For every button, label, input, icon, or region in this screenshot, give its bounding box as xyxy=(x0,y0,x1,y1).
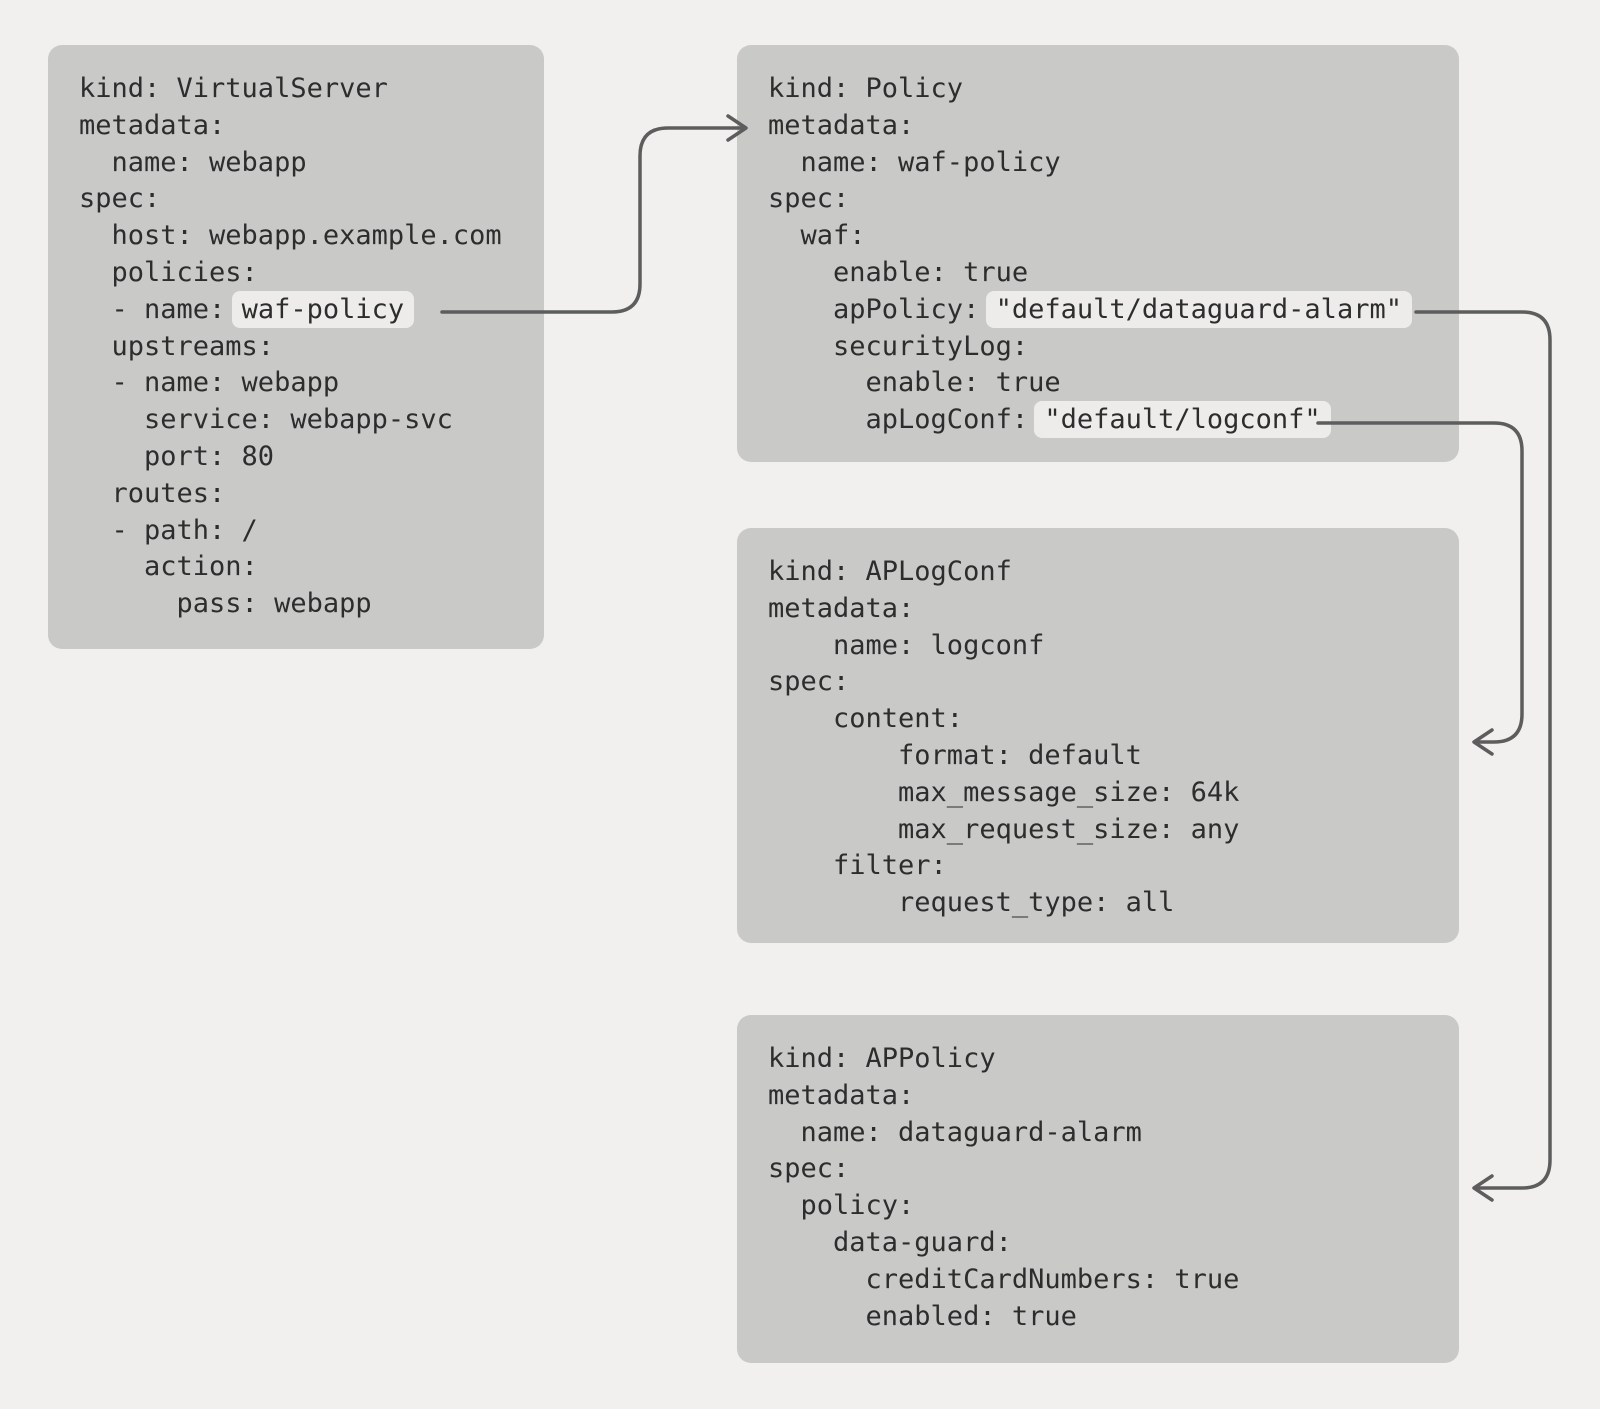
yaml-text: name: dataguard-alarm xyxy=(768,1116,1142,1148)
yaml-text: pass: webapp xyxy=(79,588,372,620)
arrowhead-left-icon xyxy=(1472,1174,1494,1202)
yaml-box-appolicy: kind: APPolicy metadata: name: dataguard-… xyxy=(737,1015,1459,1363)
yaml-line: creditCardNumbers: true xyxy=(768,1262,1459,1299)
arrowhead-left-icon xyxy=(1472,728,1494,756)
yaml-text: routes: xyxy=(79,477,226,509)
yaml-text: enable: true xyxy=(768,367,1061,399)
yaml-line: routes: xyxy=(79,476,544,513)
yaml-text: enable: true xyxy=(768,256,1029,288)
yaml-line: spec: xyxy=(768,181,1459,218)
yaml-text: format: default xyxy=(768,739,1142,771)
yaml-line: name: logconf xyxy=(768,628,1459,665)
yaml-text: filter: xyxy=(768,850,947,882)
yaml-line: host: webapp.example.com xyxy=(79,218,544,255)
yaml-line: kind: APLogConf xyxy=(768,554,1459,591)
yaml-line: securityLog: xyxy=(768,329,1459,366)
yaml-line: name: waf-policy xyxy=(768,145,1459,182)
yaml-box-aplogconf: kind: APLogConf metadata: name: logconf sp… xyxy=(737,528,1459,943)
yaml-text: host: webapp.example.com xyxy=(79,220,502,252)
yaml-line: max_request_size: any xyxy=(768,812,1459,849)
yaml-text: kind: Policy xyxy=(768,73,964,104)
yaml-line: - name: waf-policy xyxy=(79,290,544,329)
yaml-line: name: dataguard-alarm xyxy=(768,1115,1459,1152)
yaml-text: action: xyxy=(79,551,258,583)
yaml-line: filter: xyxy=(768,848,1459,885)
highlight-chip: "default/dataguard-alarm" xyxy=(985,290,1412,328)
yaml-line: enable: true xyxy=(768,255,1459,292)
yaml-line: name: webapp xyxy=(79,145,544,182)
yaml-text: kind: APPolicy xyxy=(768,1043,996,1074)
yaml-text: spec: xyxy=(768,1153,850,1185)
yaml-text: port: 80 xyxy=(79,440,275,472)
yaml-text: metadata: xyxy=(79,109,226,141)
yaml-line: apPolicy: "default/dataguard-alarm" xyxy=(768,290,1459,329)
yaml-text: apLogConf: xyxy=(768,404,1045,436)
yaml-text: max_request_size: any xyxy=(768,813,1240,845)
yaml-line: port: 80 xyxy=(79,439,544,476)
yaml-line: action: xyxy=(79,549,544,586)
yaml-line: apLogConf: "default/logconf" xyxy=(768,401,1459,439)
yaml-line: data-guard: xyxy=(768,1225,1459,1262)
yaml-text: waf: xyxy=(768,220,866,252)
yaml-text: kind: APLogConf xyxy=(768,556,1012,587)
yaml-line: metadata: xyxy=(768,1078,1459,1115)
yaml-box-virtualserver: kind: VirtualServer metadata: name: webap… xyxy=(48,45,544,649)
yaml-text: service: webapp-svc xyxy=(79,404,453,436)
yaml-box-policy: kind: Policy metadata: name: waf-policy sp… xyxy=(737,45,1459,462)
yaml-text: apPolicy: xyxy=(768,293,996,325)
yaml-text: name: webapp xyxy=(79,146,307,178)
yaml-text: upstreams: xyxy=(79,330,275,362)
yaml-line: - name: webapp xyxy=(79,365,544,402)
yaml-text: creditCardNumbers: true xyxy=(768,1263,1240,1295)
yaml-line: policies: xyxy=(79,255,544,292)
yaml-text: name: waf-policy xyxy=(768,146,1061,178)
yaml-line: - path: / xyxy=(79,513,544,550)
yaml-text: kind: VirtualServer xyxy=(79,73,388,104)
highlight-chip: "default/logconf" xyxy=(1034,401,1331,439)
yaml-text: - path: / xyxy=(79,514,258,546)
yaml-text: data-guard: xyxy=(768,1226,1012,1258)
yaml-text: securityLog: xyxy=(768,330,1029,362)
yaml-line: kind: Policy xyxy=(768,71,1459,108)
yaml-line: spec: xyxy=(79,181,544,218)
yaml-line: max_message_size: 64k xyxy=(768,775,1459,812)
yaml-line: metadata: xyxy=(768,591,1459,628)
yaml-line: metadata: xyxy=(768,108,1459,145)
yaml-line: policy: xyxy=(768,1188,1459,1225)
yaml-line: enabled: true xyxy=(768,1299,1459,1336)
yaml-line: pass: webapp xyxy=(79,586,544,623)
yaml-line: request_type: all xyxy=(768,885,1459,922)
yaml-text: spec: xyxy=(768,666,850,698)
yaml-text: request_type: all xyxy=(768,887,1175,919)
yaml-text: max_message_size: 64k xyxy=(768,776,1240,808)
yaml-line: service: webapp-svc xyxy=(79,402,544,439)
yaml-line: metadata: xyxy=(79,108,544,145)
yaml-line: kind: VirtualServer xyxy=(79,71,544,108)
yaml-text: policy: xyxy=(768,1190,915,1222)
yaml-text: metadata: xyxy=(768,1079,915,1111)
yaml-line: format: default xyxy=(768,738,1459,775)
yaml-line: spec: xyxy=(768,1151,1459,1188)
yaml-text: enabled: true xyxy=(768,1300,1077,1332)
yaml-text: content: xyxy=(768,703,964,735)
yaml-line: waf: xyxy=(768,218,1459,255)
yaml-text: - name: xyxy=(79,293,242,325)
yaml-text: name: logconf xyxy=(768,629,1045,661)
yaml-text: spec: xyxy=(79,183,161,215)
yaml-text: policies: xyxy=(79,256,258,288)
yaml-text: metadata: xyxy=(768,109,915,141)
yaml-text: metadata: xyxy=(768,592,915,624)
highlight-chip: waf-policy xyxy=(231,290,415,328)
yaml-line: enable: true xyxy=(768,365,1459,402)
yaml-line: spec: xyxy=(768,664,1459,701)
yaml-line: content: xyxy=(768,701,1459,738)
yaml-text: spec: xyxy=(768,183,850,215)
yaml-text: - name: webapp xyxy=(79,367,340,399)
yaml-line: kind: APPolicy xyxy=(768,1041,1459,1078)
yaml-line: upstreams: xyxy=(79,329,544,366)
